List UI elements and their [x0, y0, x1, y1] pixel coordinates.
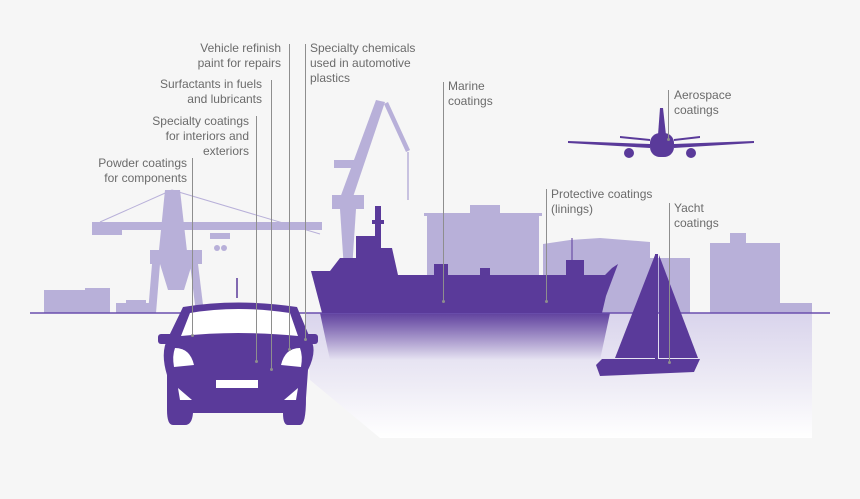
leader-line-specialty-interiors — [255, 116, 258, 363]
water-reflection — [305, 313, 812, 438]
label-powder-coatings: Powder coatings for components — [98, 156, 187, 185]
label-yacht-coatings: Yacht coatings — [674, 201, 719, 230]
leader-line-powder — [191, 158, 194, 337]
leader-line-vehicle-refinish — [288, 44, 291, 351]
dock-crane-icon — [92, 189, 322, 313]
leader-line-yacht — [668, 203, 671, 364]
leader-line-aerospace — [667, 90, 670, 141]
label-aerospace-coatings: Aerospace coatings — [674, 88, 732, 117]
sailboat-icon — [596, 254, 700, 376]
leader-line-marine — [442, 82, 445, 303]
leader-line-specialty-chemicals — [304, 44, 307, 341]
airplane-icon — [568, 108, 754, 158]
leader-line-surfactants — [270, 80, 273, 371]
car-icon — [158, 278, 318, 425]
leader-line-protective — [545, 189, 548, 303]
label-surfactants: Surfactants in fuels and lubricants — [159, 77, 262, 106]
storage-tank-icon — [710, 233, 812, 313]
label-protective-coatings: Protective coatings (linings) — [551, 187, 653, 216]
label-specialty-chemicals: Specialty chemicals used in automotive p… — [310, 41, 416, 85]
harbor-crane-icon — [332, 100, 410, 270]
label-marine-coatings: Marine coatings — [448, 79, 493, 108]
cargo-ship-icon — [311, 206, 618, 313]
label-vehicle-refinish: Vehicle refinish paint for repairs — [197, 41, 281, 70]
label-specialty-coatings-interiors: Specialty coatings for interiors and ext… — [152, 114, 249, 158]
